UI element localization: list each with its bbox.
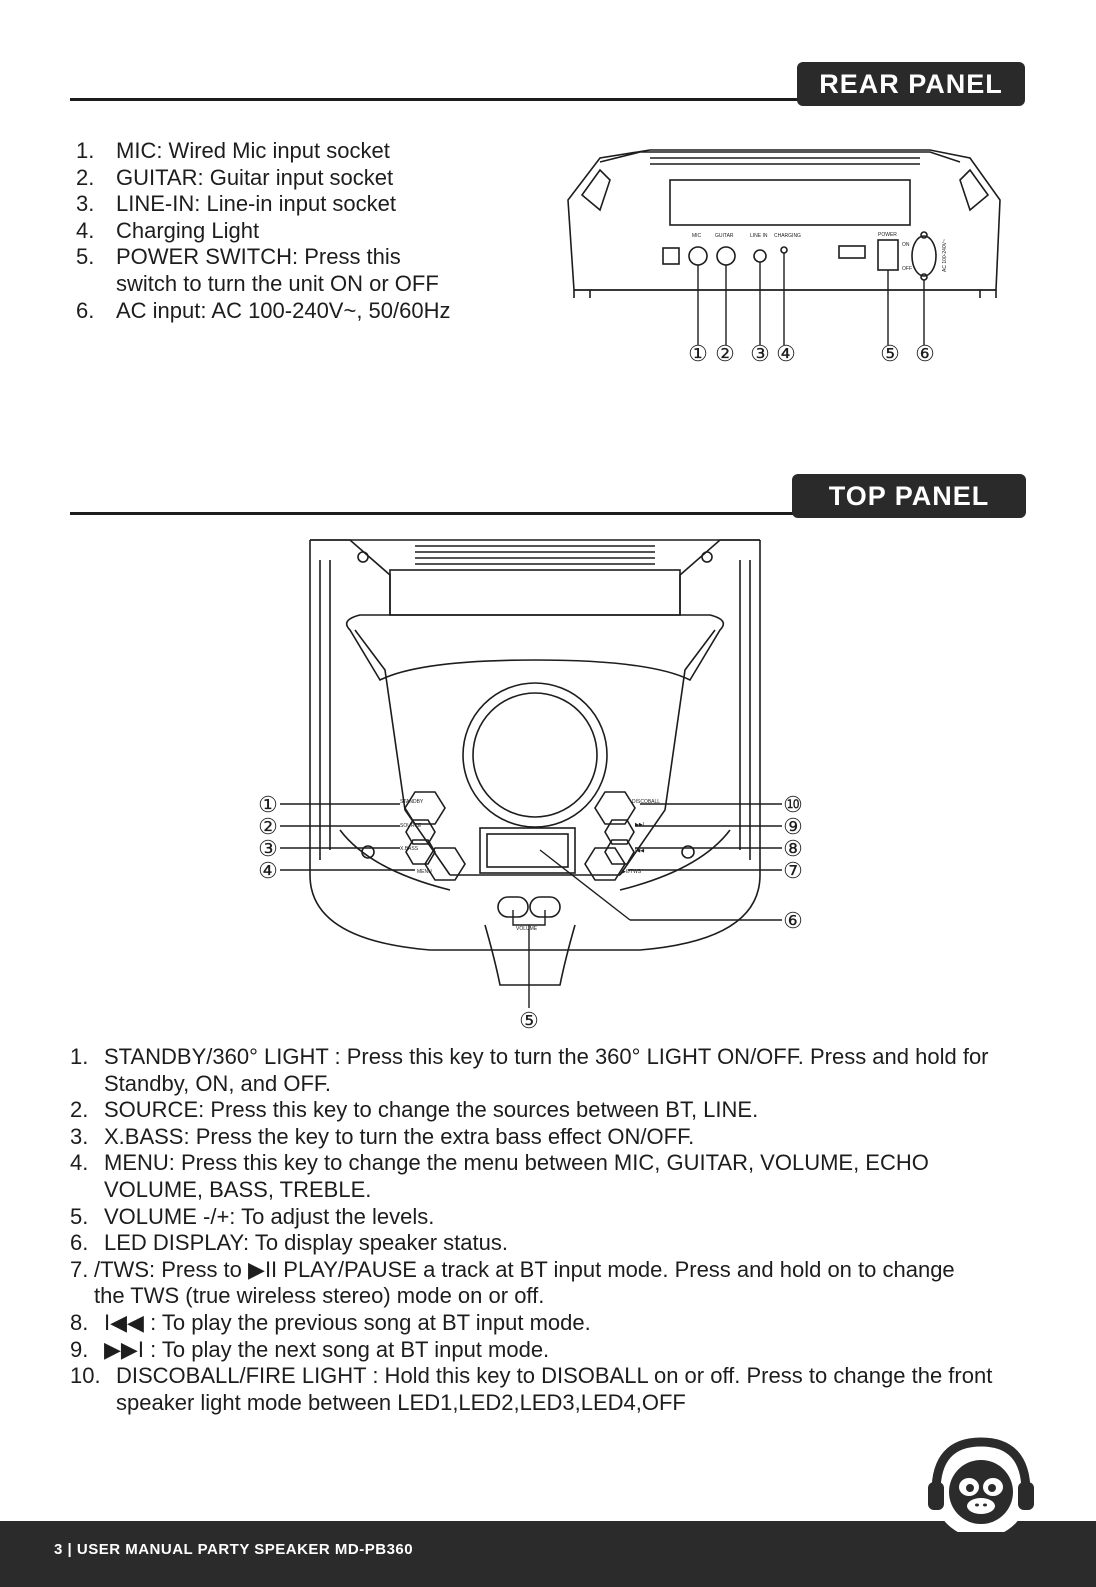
rear-callout-3: ③	[750, 341, 770, 366]
rear-callout-6: ⑥	[915, 341, 935, 366]
list-item: 2.SOURCE: Press this key to change the s…	[70, 1097, 759, 1123]
top-callout-10: ⑩	[783, 792, 803, 817]
list-item: 3.X.BASS: Press the key to turn the extr…	[70, 1123, 695, 1149]
list-item: 3.LINE-IN: Line-in input socket	[76, 191, 397, 217]
rear-power-label: POWER	[878, 232, 897, 238]
top-xbass-label: X.BASS	[400, 846, 419, 852]
footer-bar	[0, 1521, 1096, 1587]
list-item: 6.LED DISPLAY: To display speaker status…	[70, 1230, 508, 1256]
list-item: 8.I◀◀ : To play the previous song at BT …	[70, 1309, 591, 1335]
top-callout-4: ④	[258, 858, 278, 883]
rear-panel-list: 1.MIC: Wired Mic input socket 2.GUITAR: …	[76, 138, 506, 324]
rear-mic-label: MIC	[692, 233, 702, 239]
rear-off-label: OFF	[902, 266, 912, 272]
top-callout-8: ⑧	[783, 836, 803, 861]
rear-guitar-label: GUITAR	[715, 233, 734, 239]
rear-ac-label: AC 100-240V~	[942, 239, 948, 272]
top-panel-diagram: STANDBY SOURCE X.BASS MENU DISCOBALL ▶▶I…	[258, 539, 803, 1033]
top-tws-label: ▶II/TWS	[622, 869, 642, 875]
rear-callout-1: ①	[688, 341, 708, 366]
list-item: 4.Charging Light	[76, 217, 260, 243]
top-callout-7: ⑦	[783, 858, 803, 883]
rear-linein-label: LINE IN	[750, 233, 768, 239]
top-menu-label: MENU	[417, 869, 432, 875]
footer-text: 3 | USER MANUAL PARTY SPEAKER MD-PB360	[54, 1541, 414, 1558]
top-callout-6: ⑥	[783, 908, 803, 933]
list-item: 7./TWS: Press to ▶II PLAY/PAUSE a track …	[70, 1256, 955, 1309]
top-callout-2: ②	[258, 814, 278, 839]
top-callout-9: ⑨	[783, 814, 803, 839]
rear-callout-4: ④	[776, 341, 796, 366]
list-item: 6. AC input: AC 100-240V~, 50/60Hz	[76, 297, 451, 323]
top-prev-label: I◀◀	[635, 848, 644, 854]
rear-panel-diagram: MIC GUITAR LINE IN CHARGING POWER ON OFF…	[567, 149, 1001, 366]
top-panel-heading: TOP PANEL	[792, 474, 1026, 518]
list-item: 2.GUITAR: Guitar input socket	[76, 164, 394, 190]
list-item: 1.STANDBY/360° LIGHT : Press this key to…	[70, 1044, 989, 1096]
top-callout-1: ①	[258, 792, 278, 817]
top-panel-rule	[70, 512, 800, 515]
list-item: 10.DISCOBALL/FIRE LIGHT : Hold this key …	[70, 1363, 993, 1415]
rear-callout-2: ②	[715, 341, 735, 366]
list-item: 4.MENU: Press this key to change the men…	[70, 1150, 929, 1202]
list-item: 5.POWER SWITCH: Press this switch to tur…	[76, 244, 439, 296]
top-callout-3: ③	[258, 836, 278, 861]
rear-on-label: ON	[902, 242, 910, 248]
top-discoball-label: DISCOBALL	[632, 799, 660, 805]
list-item: 9.▶▶I : To play the next song at BT inpu…	[70, 1336, 550, 1362]
rear-panel-rule	[70, 98, 810, 101]
top-volume-label: VOLUME	[516, 926, 538, 932]
list-item: 1.MIC: Wired Mic input socket	[76, 138, 390, 163]
top-callout-5: ⑤	[519, 1008, 539, 1033]
rear-charging-label: CHARGING	[774, 233, 801, 239]
list-item: 5.VOLUME -/+: To adjust the levels.	[70, 1203, 435, 1229]
top-standby-label: STANDBY	[400, 799, 424, 805]
rear-panel-heading: REAR PANEL	[797, 62, 1025, 106]
top-next-label: ▶▶I	[635, 822, 644, 828]
top-source-label: SOURCE	[400, 823, 422, 829]
top-panel-list: 1.STANDBY/360° LIGHT : Press this key to…	[70, 1044, 1030, 1416]
monkey-headphones-icon	[928, 1437, 1034, 1532]
rear-callout-5: ⑤	[880, 341, 900, 366]
